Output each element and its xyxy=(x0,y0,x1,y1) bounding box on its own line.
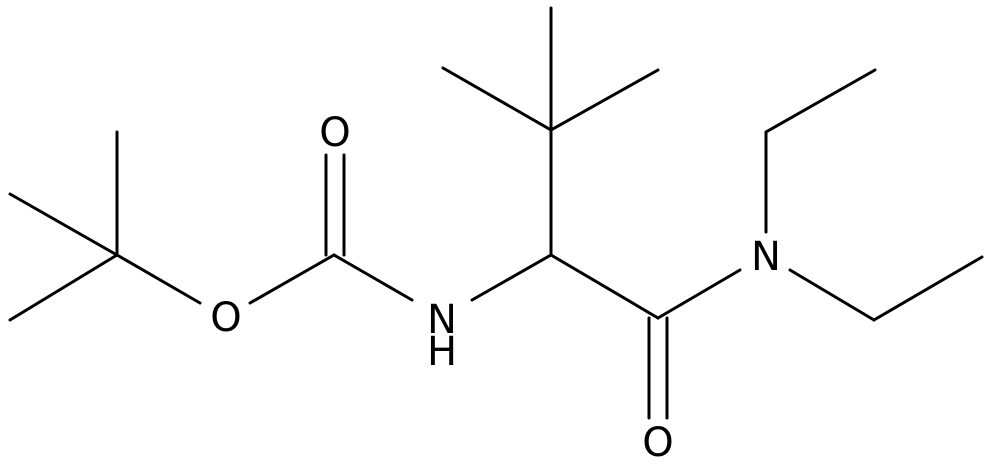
bond-lower-ethyl-methyl xyxy=(872,255,984,322)
tert-butyl-left-group xyxy=(8,130,202,322)
bond-quaternary-right-methyl xyxy=(549,68,660,132)
bond-tbu-left-upper-left-methyl xyxy=(8,192,119,257)
bond-amide-carbon-to-nitrogen xyxy=(656,268,742,320)
carbamate-carbonyl-group xyxy=(248,153,414,305)
bond-tbu-left-lower-left-methyl xyxy=(8,253,119,322)
bond-oxygen-to-carbonyl-carbon xyxy=(248,253,336,305)
amide-carbonyl-group xyxy=(647,268,742,420)
atom-carbonyl-oxygen-left: O xyxy=(319,110,350,156)
atom-carbonyl-oxygen-right: O xyxy=(642,420,673,466)
bond-carbonyl-to-nh xyxy=(332,253,414,302)
bond-upper-ethyl-methyl xyxy=(764,68,877,134)
alpha-carbon-group xyxy=(441,6,660,320)
atom-amide-nitrogen: N xyxy=(751,234,781,280)
bond-nh-to-alpha-carbon xyxy=(470,253,553,302)
bond-nitrogen-to-lower-ethyl xyxy=(788,268,876,322)
atom-nh-hydrogen: H xyxy=(427,329,457,375)
diethyl-group xyxy=(764,68,984,322)
atom-nh-nitrogen: N xyxy=(427,297,457,343)
bond-quaternary-left-methyl xyxy=(441,66,553,132)
bond-alpha-to-amide-carbon xyxy=(549,253,660,320)
bond-tbu-left-to-oxygen xyxy=(115,253,202,305)
atom-ester-oxygen: O xyxy=(210,295,241,341)
